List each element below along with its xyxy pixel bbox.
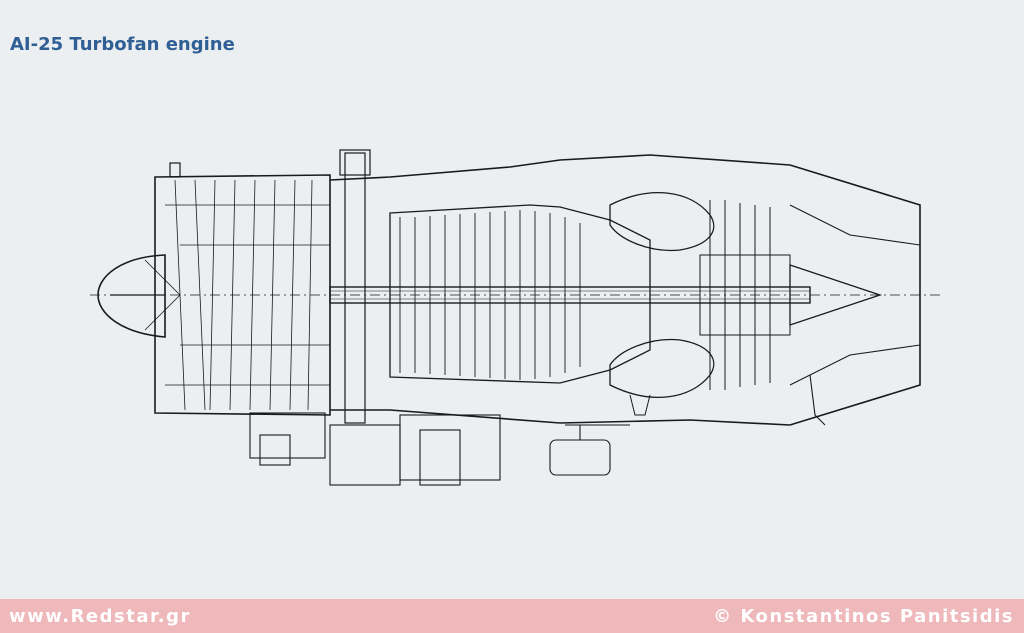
fan-casing-outline — [154, 174, 331, 416]
fan-blade-rows — [165, 179, 330, 411]
inlet-lug — [169, 162, 181, 178]
core-compressor-casing — [389, 204, 651, 384]
footer-band: www.Redstar.gr © Konstantinos Panitsidis — [0, 599, 1024, 633]
accessory-units — [249, 412, 630, 486]
website-credit: www.Redstar.gr — [9, 606, 191, 627]
combustion-chamber-lower — [609, 338, 715, 398]
compressor-stages — [399, 210, 581, 380]
spinner-nose-cone — [97, 254, 166, 338]
rear-mount-bracket — [809, 374, 826, 426]
oil-tank — [549, 439, 611, 476]
main-shaft — [329, 286, 811, 304]
accessory-drive-tower — [344, 152, 366, 424]
fuel-pump-unit — [249, 412, 326, 459]
page-title: AI-25 Turbofan engine — [10, 34, 235, 55]
gearbox-housing — [329, 424, 401, 486]
engine-cutaway-drawing — [90, 149, 940, 486]
combustion-chamber-upper — [609, 192, 715, 252]
exhaust-cone — [789, 264, 883, 326]
bypass-duct-outline — [329, 154, 921, 426]
copyright-credit: © Konstantinos Panitsidis — [713, 606, 1014, 627]
